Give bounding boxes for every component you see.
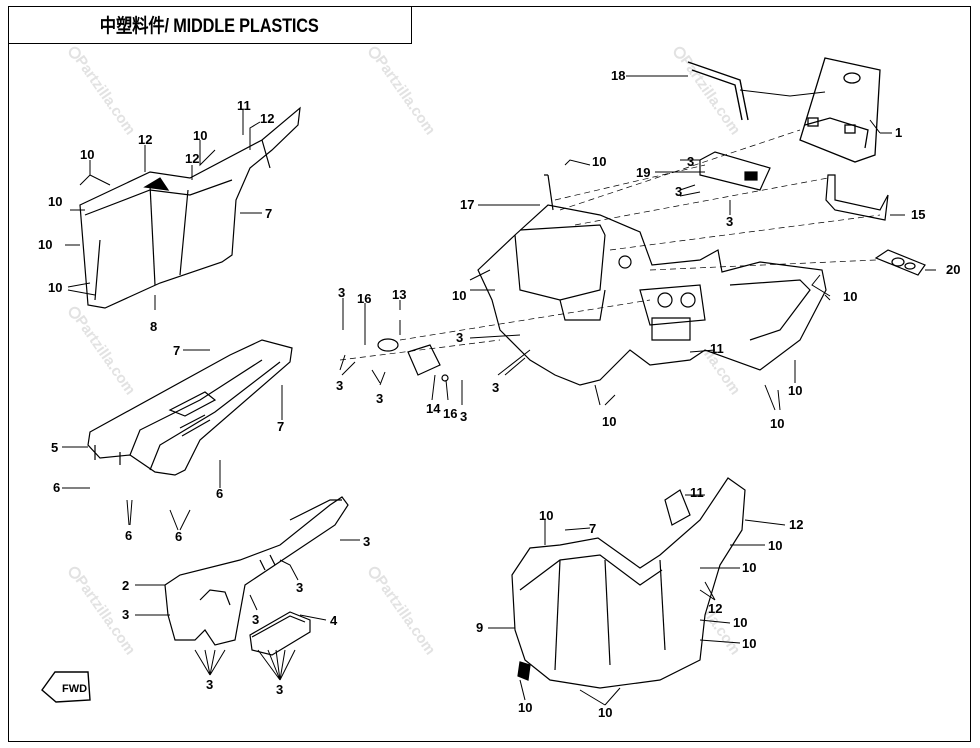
callout-3: 3 — [687, 154, 694, 169]
callout-10: 10 — [733, 615, 747, 630]
leader-lines — [62, 75, 936, 706]
callout-10: 10 — [452, 288, 466, 303]
callout-6: 6 — [175, 529, 182, 544]
part-15-bracket — [825, 174, 889, 221]
callout-12: 12 — [260, 111, 274, 126]
title-box: 中塑料件/ MIDDLE PLASTICS — [8, 6, 412, 44]
part-19-clip — [699, 151, 771, 191]
part-18-handle — [687, 61, 749, 121]
callout-3: 3 — [675, 184, 682, 199]
callout-11: 11 — [690, 485, 704, 500]
callout-10: 10 — [193, 128, 207, 143]
callout-3: 3 — [296, 580, 303, 595]
callout-6: 6 — [53, 480, 60, 495]
callout-3: 3 — [492, 380, 499, 395]
callout-10: 10 — [592, 154, 606, 169]
callout-8: 8 — [150, 319, 157, 334]
watermark-text: Partzilla.com — [372, 53, 439, 139]
part-2-console-tunnel — [164, 496, 349, 646]
callout-15: 15 — [911, 207, 925, 222]
callout-labels: 1 18 19 3 3 3 10 15 20 17 10 3 3 10 11 1… — [38, 68, 960, 720]
callout-10: 10 — [48, 194, 62, 209]
callout-18: 18 — [611, 68, 625, 83]
callout-10: 10 — [770, 416, 784, 431]
callout-10: 10 — [602, 414, 616, 429]
callout-10: 10 — [742, 636, 756, 651]
callout-6: 6 — [125, 528, 132, 543]
callout-10: 10 — [518, 700, 532, 715]
part-4-bracket — [249, 611, 311, 656]
callout-6: 6 — [216, 486, 223, 501]
callout-12: 12 — [185, 151, 199, 166]
callout-2: 2 — [122, 578, 129, 593]
part-1-panel — [799, 57, 881, 163]
callout-17: 17 — [460, 197, 474, 212]
callout-19: 19 — [636, 165, 650, 180]
callout-10: 10 — [48, 280, 62, 295]
callout-3: 3 — [122, 607, 129, 622]
alignment-lines — [339, 129, 881, 361]
callout-12: 12 — [708, 601, 722, 616]
part-8-left-side-panel — [79, 106, 301, 309]
callout-16: 16 — [443, 406, 457, 421]
callout-4: 4 — [330, 613, 338, 628]
callout-3: 3 — [456, 330, 463, 345]
callout-11: 11 — [710, 341, 724, 356]
callout-3: 3 — [460, 409, 467, 424]
part-17-dashboard — [477, 174, 827, 386]
callout-3: 3 — [276, 682, 283, 697]
part-20-bezel — [874, 249, 926, 276]
callout-3: 3 — [376, 391, 383, 406]
callout-10: 10 — [539, 508, 553, 523]
callout-12: 12 — [138, 132, 152, 147]
drawing-frame — [8, 6, 971, 742]
callout-10: 10 — [80, 147, 94, 162]
callout-7: 7 — [265, 206, 272, 221]
callout-3: 3 — [726, 214, 733, 229]
callout-5: 5 — [51, 440, 58, 455]
callout-3: 3 — [363, 534, 370, 549]
watermark-text: Partzilla.com — [72, 53, 139, 139]
callout-10: 10 — [598, 705, 612, 720]
callout-1: 1 — [895, 125, 902, 140]
callout-9: 9 — [476, 620, 483, 635]
callout-10: 10 — [788, 383, 802, 398]
watermark-text: Partzilla.com — [72, 313, 139, 399]
callout-10: 10 — [38, 237, 52, 252]
page-title: 中塑料件/ MIDDLE PLASTICS — [100, 16, 319, 37]
callout-3: 3 — [252, 612, 259, 627]
fwd-label: FWD — [62, 683, 87, 695]
callout-3: 3 — [336, 378, 343, 393]
callout-3: 3 — [338, 285, 345, 300]
watermark-text: Partzilla.com — [677, 53, 744, 139]
fwd-arrow-icon: FWD — [41, 671, 91, 703]
callout-7: 7 — [277, 419, 284, 434]
part-9-right-side-panel — [511, 477, 746, 689]
callout-10: 10 — [768, 538, 782, 553]
callout-10: 10 — [742, 560, 756, 575]
part-13-14-latch — [377, 338, 449, 382]
callout-13: 13 — [392, 287, 406, 302]
callout-7: 7 — [589, 521, 596, 536]
watermark-text: Partzilla.com — [372, 573, 439, 659]
callout-10: 10 — [843, 289, 857, 304]
callout-16: 16 — [357, 291, 371, 306]
callout-3: 3 — [206, 677, 213, 692]
callout-12: 12 — [789, 517, 803, 532]
part-5-center-console — [87, 339, 293, 476]
callout-7: 7 — [173, 343, 180, 358]
callout-11: 11 — [237, 98, 251, 113]
callout-20: 20 — [946, 262, 960, 277]
callout-14: 14 — [426, 401, 441, 416]
